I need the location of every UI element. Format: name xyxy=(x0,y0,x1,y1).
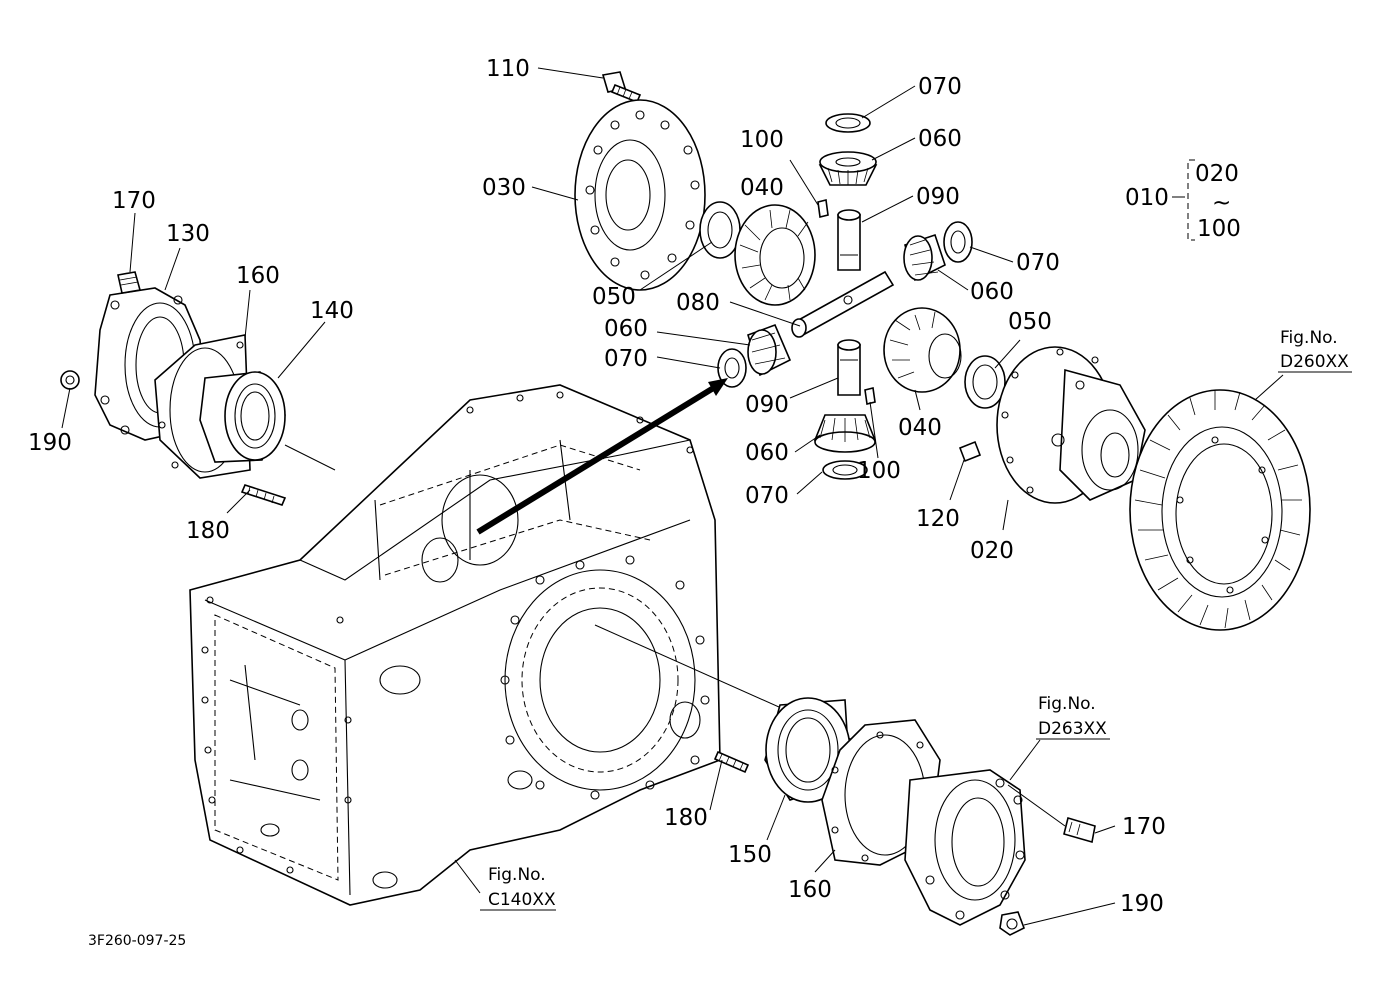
stud-180-left xyxy=(240,484,287,506)
bolt-170-right xyxy=(1063,816,1096,844)
stud-180-right xyxy=(713,750,750,774)
differential-case-020 xyxy=(996,346,1146,504)
bolt-170-left xyxy=(117,271,142,294)
callout-040-right: 040 xyxy=(898,415,942,441)
callout-180-right: 180 xyxy=(664,805,708,831)
callout-090-upper: 090 xyxy=(916,184,960,210)
bearing-140 xyxy=(199,371,286,463)
assembly-group: 010 020 ~ 100 xyxy=(1125,159,1241,242)
figure-ref-c140: Fig.No. C140XX xyxy=(480,865,556,911)
washer-070-right xyxy=(943,221,973,263)
callout-050-right: 050 xyxy=(1008,309,1052,335)
washer-070-bottom xyxy=(822,460,868,480)
bolt-110 xyxy=(601,71,642,104)
right-cover xyxy=(904,769,1026,926)
fig-ref-c140-label: Fig.No. xyxy=(488,865,546,885)
assembly-number: 010 xyxy=(1125,185,1169,211)
shaft-090-upper xyxy=(837,209,861,271)
callout-040-left: 040 xyxy=(740,175,784,201)
shaft-090-lower xyxy=(837,339,861,396)
callout-060-right: 060 xyxy=(970,279,1014,305)
callout-090-lower: 090 xyxy=(745,392,789,418)
bearing-150 xyxy=(764,697,851,803)
callout-190-left: 190 xyxy=(28,430,72,456)
insertion-arrow xyxy=(476,381,722,535)
figure-ref-d263: Fig.No. D263XX xyxy=(1036,694,1110,740)
callout-120: 120 xyxy=(916,506,960,532)
callout-labels: 110 030 100 040 070 060 090 070 060 050 … xyxy=(28,56,1166,917)
callout-180-left: 180 xyxy=(186,518,230,544)
callout-100-lower: 100 xyxy=(857,458,901,484)
callout-160-left: 160 xyxy=(236,263,280,289)
callout-130: 130 xyxy=(166,221,210,247)
ring-gear xyxy=(1129,389,1311,631)
insertion-arrow-head xyxy=(708,378,728,396)
callout-070-left: 070 xyxy=(604,346,648,372)
axis-line-upper xyxy=(284,444,336,471)
callout-100-upper: 100 xyxy=(740,127,784,153)
callout-070-right: 070 xyxy=(1016,250,1060,276)
callout-060-left: 060 xyxy=(604,316,648,342)
assembly-range-tilde: ~ xyxy=(1212,190,1231,216)
pinion-060-bottom xyxy=(813,414,877,453)
pin-100-lower xyxy=(864,387,876,405)
callout-070-top: 070 xyxy=(918,74,962,100)
callout-170-right: 170 xyxy=(1122,814,1166,840)
side-gear-040-left xyxy=(734,204,816,306)
pinion-060-left xyxy=(747,323,792,377)
pin-100-upper xyxy=(817,199,829,218)
fig-ref-d263-label: Fig.No. xyxy=(1038,694,1096,714)
pinion-060-right xyxy=(903,233,946,282)
cross-shaft-080 xyxy=(791,270,895,338)
callout-110: 110 xyxy=(486,56,530,82)
callout-150: 150 xyxy=(728,842,772,868)
washer-070-top xyxy=(825,113,871,133)
nut-190-left xyxy=(60,370,80,390)
pinion-060-top xyxy=(818,151,878,186)
nut-190-right xyxy=(999,911,1026,936)
dowel-120 xyxy=(958,440,982,463)
assembly-range-start: 020 xyxy=(1195,161,1239,187)
washer-050-left xyxy=(699,201,741,259)
callout-050-left: 050 xyxy=(592,284,636,310)
fig-ref-d260-code: D260XX xyxy=(1280,352,1349,372)
callout-190-right: 190 xyxy=(1120,891,1164,917)
fig-ref-d260-label: Fig.No. xyxy=(1280,328,1338,348)
washer-050-right xyxy=(964,355,1006,409)
callout-060-bottom: 060 xyxy=(745,440,789,466)
fig-ref-c140-code: C140XX xyxy=(488,890,556,910)
side-gear-040-right xyxy=(883,307,962,393)
figure-ref-d260: Fig.No. D260XX xyxy=(1278,328,1352,373)
case-cover-030 xyxy=(574,99,706,291)
callout-020: 020 xyxy=(970,538,1014,564)
assembly-range-end: 100 xyxy=(1197,216,1241,242)
callout-080: 080 xyxy=(676,290,720,316)
drawing-code: 3F260-097-25 xyxy=(88,933,186,949)
fig-ref-d263-code: D263XX xyxy=(1038,719,1107,739)
callout-030: 030 xyxy=(482,175,526,201)
callout-170-left: 170 xyxy=(112,188,156,214)
callout-140: 140 xyxy=(310,298,354,324)
leader-lines xyxy=(61,67,1284,926)
callout-060-top: 060 xyxy=(918,126,962,152)
callout-070-bottom: 070 xyxy=(745,483,789,509)
callout-160-right: 160 xyxy=(788,877,832,903)
